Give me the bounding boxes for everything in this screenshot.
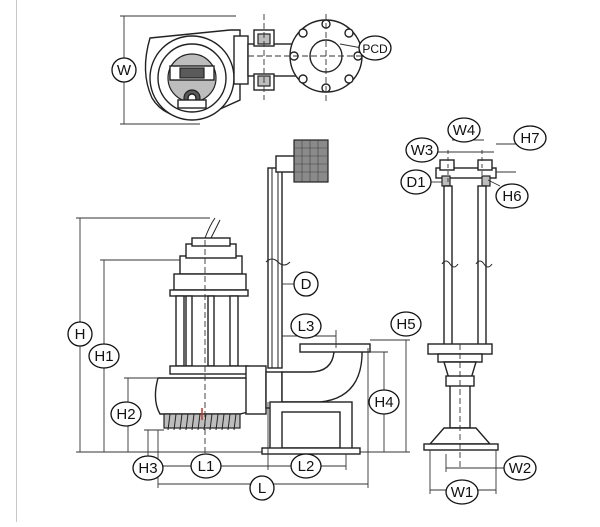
label-h7-text: H7 [520, 130, 539, 147]
label-w4-text: W4 [453, 122, 476, 139]
label-w: W [111, 57, 137, 83]
label-h3-text: H3 [138, 460, 157, 477]
label-h2: H2 [110, 401, 142, 427]
label-w3-text: W3 [411, 142, 434, 159]
label-d: D [293, 271, 319, 297]
label-h6-text: H6 [502, 188, 521, 205]
label-l: L [249, 475, 275, 501]
label-h4: H4 [368, 389, 400, 415]
label-l1: L1 [190, 453, 222, 479]
label-d1-text: D1 [406, 174, 425, 191]
label-h6: H6 [495, 183, 529, 209]
front-view [423, 139, 520, 494]
label-w1: W1 [445, 479, 479, 505]
label-d1: D1 [400, 169, 432, 195]
page-border-line [16, 0, 17, 522]
label-l2-text: L2 [298, 458, 315, 475]
label-h7: H7 [513, 125, 547, 151]
label-pcd-text: PCD [362, 42, 388, 56]
label-w2-text: W2 [509, 460, 532, 477]
top-view [120, 14, 372, 125]
label-l3: L3 [290, 313, 322, 339]
label-h3: H3 [132, 455, 164, 481]
label-w-text: W [117, 62, 132, 79]
label-w1-text: W1 [451, 484, 474, 501]
label-pcd: PCD [358, 35, 392, 61]
label-w4: W4 [447, 117, 481, 143]
label-h-text: H [75, 326, 86, 343]
label-h4-text: H4 [374, 394, 393, 411]
label-l-text: L [258, 480, 266, 497]
label-h5-text: H5 [396, 316, 415, 333]
label-l1-text: L1 [198, 458, 215, 475]
label-h1-text: H1 [94, 348, 113, 365]
label-h1: H1 [88, 343, 120, 369]
label-l2: L2 [290, 453, 322, 479]
label-h2-text: H2 [116, 406, 135, 423]
label-w3: W3 [405, 137, 439, 163]
label-h5: H5 [390, 311, 422, 337]
label-h: H [67, 321, 93, 347]
label-w2: W2 [503, 455, 537, 481]
side-view [76, 139, 410, 488]
label-d-text: D [301, 276, 312, 293]
label-l3-text: L3 [298, 318, 315, 335]
